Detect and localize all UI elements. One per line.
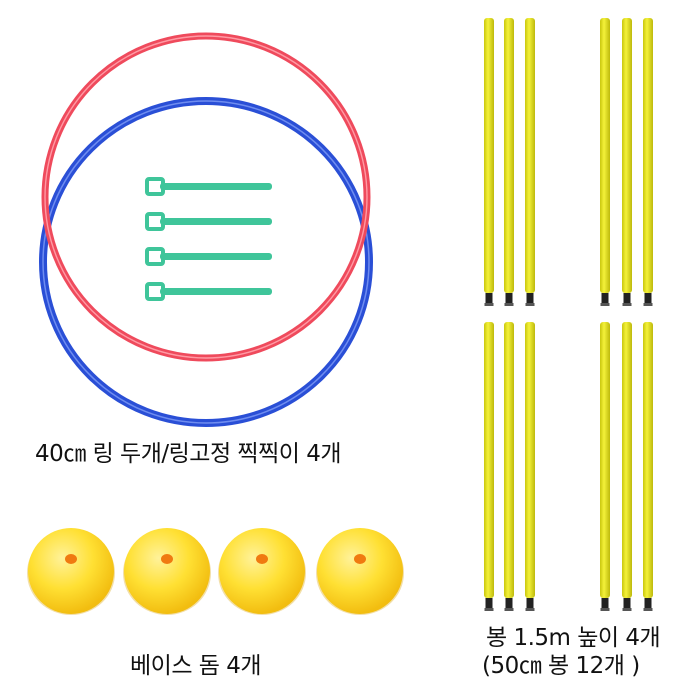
pole (643, 322, 653, 611)
pole (484, 322, 494, 611)
base-dome-group (27, 528, 404, 615)
ring-red (41, 32, 371, 362)
pole (525, 18, 535, 306)
pole (525, 322, 535, 611)
pole (622, 322, 632, 611)
caption-rings: 40㎝ 링 두개/링고정 찍찍이 4개 (35, 441, 342, 467)
velcro-strap (145, 247, 272, 266)
pole (504, 18, 514, 306)
caption-poles-count: (50㎝ 봉 12개 ) (482, 653, 640, 679)
pole (484, 18, 494, 306)
caption-poles-height: 봉 1.5m 높이 4개 (486, 625, 661, 651)
velcro-strap (145, 212, 272, 231)
base-dome (316, 528, 404, 615)
velcro-strap (145, 282, 272, 301)
caption-domes: 베이스 돔 4개 (130, 653, 262, 679)
velcro-strap-group (145, 177, 272, 301)
base-dome (27, 528, 115, 615)
velcro-strap (145, 177, 272, 196)
base-dome (218, 528, 306, 615)
pole (600, 18, 610, 306)
base-dome (123, 528, 211, 615)
pole (600, 322, 610, 611)
pole (622, 18, 632, 306)
pole (504, 322, 514, 611)
pole-group (484, 18, 653, 611)
ring-blue (39, 97, 373, 427)
pole (643, 18, 653, 306)
